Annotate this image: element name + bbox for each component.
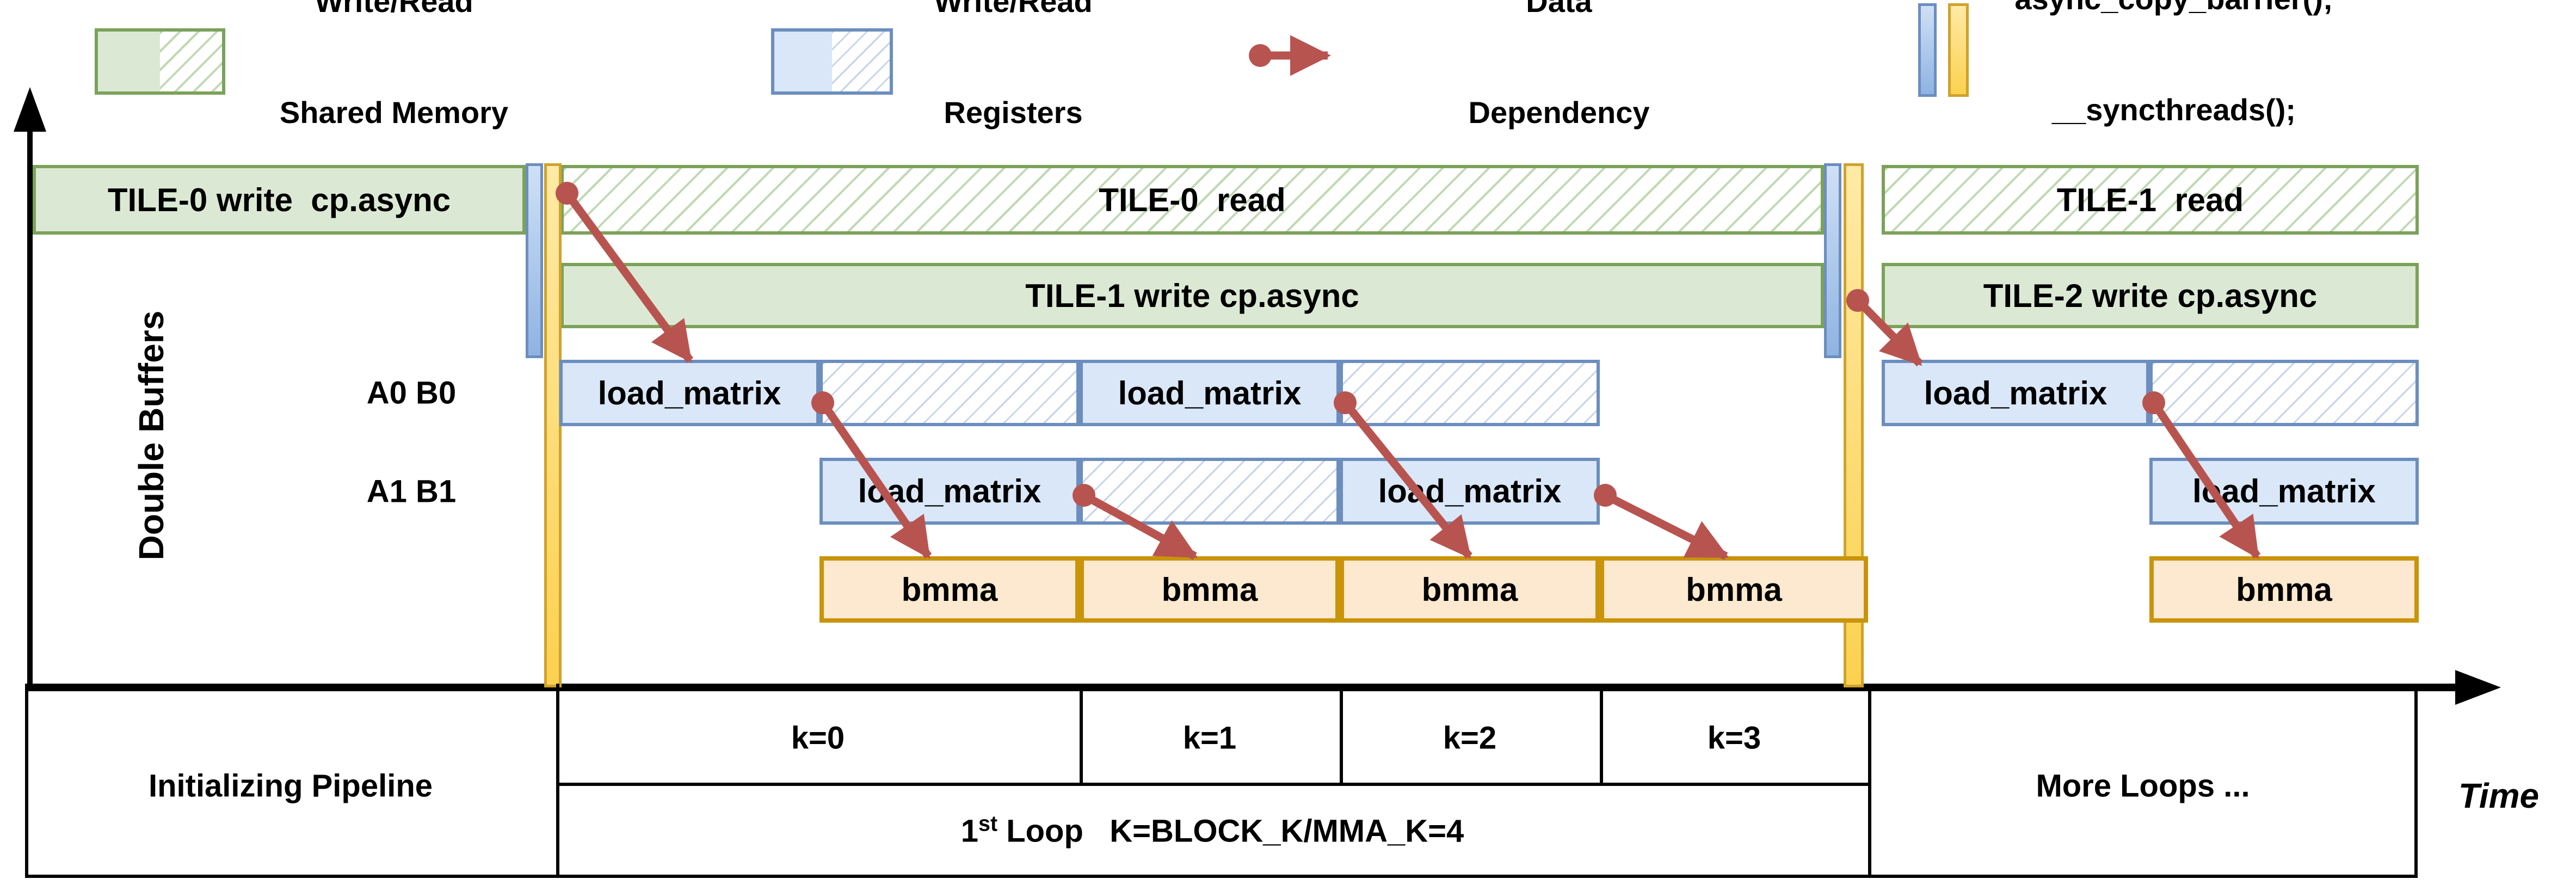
load-matrix-box: load_matrix [1882, 360, 2149, 426]
bmma-box: bmma [2149, 556, 2419, 623]
legend-registers-read-half [832, 32, 890, 91]
table-border-right [2414, 684, 2418, 878]
table-divider-k0-k1 [1080, 684, 1083, 786]
barrier2-blue-bar [1824, 163, 1841, 358]
legend-shared-memory-swatch [95, 28, 225, 95]
buffer-a1b1-label: A1 B1 [366, 474, 457, 509]
table-divider-k3-more [1868, 684, 1871, 878]
legend-barrier-yellow-bar [1948, 3, 1969, 97]
bmma-box: bmma [1080, 556, 1340, 623]
tile2-write-box: TILE-2 write cp.async [1882, 263, 2419, 328]
load-matrix-box: load_matrix [819, 458, 1080, 525]
bmma-box: bmma [1600, 556, 1868, 623]
table-border-bottom [25, 875, 2418, 878]
tile1-write-box: TILE-1 write cp.async [560, 263, 1824, 328]
load-matrix-box: load_matrix [559, 360, 819, 426]
table-divider-init-k0 [556, 684, 559, 878]
k1-label: k=1 [1182, 720, 1237, 756]
y-axis-arrowhead-icon [14, 87, 46, 132]
registers-read-box [819, 360, 1080, 426]
load-matrix-box: load_matrix [2149, 458, 2419, 525]
registers-read-box [1340, 360, 1600, 426]
registers-read-box [2149, 360, 2419, 426]
time-axis-line [25, 684, 2460, 691]
init-pipeline-label: Initializing Pipeline [148, 768, 433, 804]
table-border-left [25, 684, 28, 878]
tile1-read-box: TILE-1 read [1882, 165, 2419, 235]
time-axis-arrowhead-icon [2455, 670, 2501, 705]
registers-read-box [1080, 458, 1340, 525]
more-loops-label: More Loops ... [2036, 768, 2250, 804]
table-divider-k2-k3 [1600, 684, 1603, 786]
k2-label: k=2 [1443, 720, 1497, 756]
legend-registers-write-half [774, 32, 832, 91]
legend-registers-label: Write/Read Registers [934, 0, 1093, 130]
legend-shared-memory-read-half [160, 32, 222, 91]
barrier1-blue-bar [526, 163, 543, 358]
y-axis-label: Double Buffers [132, 310, 171, 561]
buffer-a0b0-label: A0 B0 [366, 375, 457, 411]
bmma-box: bmma [1340, 556, 1600, 623]
legend-registers-swatch [771, 28, 893, 95]
legend-dependency-label: Data Dependency [1468, 0, 1650, 130]
first-loop-label: 1st Loop K=BLOCK_K/MMA_K=4 [960, 812, 1464, 849]
k3-label: k=3 [1707, 720, 1761, 756]
tile0-write-box: TILE-0 write cp.async [33, 165, 526, 235]
legend-shared-memory-write-half [98, 32, 160, 91]
table-divider-k1-k2 [1340, 684, 1343, 786]
table-divider-krow-looprow [556, 783, 1871, 786]
bmma-box: bmma [819, 556, 1080, 623]
y-axis-line [27, 128, 33, 689]
legend-shared-memory-label: Write/Read Shared Memory [279, 0, 509, 130]
tile0-read-box: TILE-0 read [560, 165, 1824, 235]
legend-barrier-label: async_copy_barrier(); __syncthreads(); [2014, 0, 2333, 127]
data-dependency-arrow [1594, 484, 1729, 560]
k0-label: k=0 [791, 720, 845, 756]
legend-barrier-blue-bar [1918, 3, 1937, 97]
load-matrix-box: load_matrix [1340, 458, 1600, 525]
time-axis-label: Time [2458, 776, 2540, 815]
load-matrix-box: load_matrix [1080, 360, 1340, 426]
